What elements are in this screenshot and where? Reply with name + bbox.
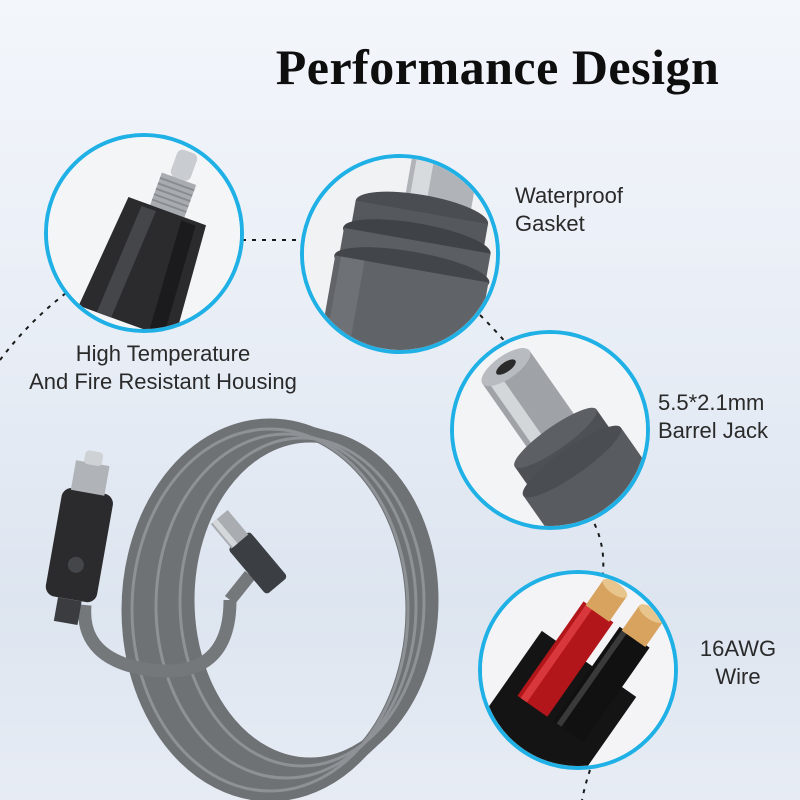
barrel-feature-label: 5.5*2.1mm Barrel Jack <box>658 390 769 443</box>
gasket-closeup-circle <box>300 154 500 354</box>
wire-cross-section-closeup-icon <box>482 574 674 766</box>
rubber-gasket-closeup-icon <box>304 158 496 350</box>
headline: Performance Design <box>275 39 720 95</box>
gasket-feature-label: Waterproof Gasket <box>515 183 624 236</box>
wire-feature-label: 16AWG Wire <box>699 636 777 689</box>
housing-feature-label: High Temperature And Fire Resistant Hous… <box>29 341 297 394</box>
barrel-jack-closeup-icon <box>454 334 646 526</box>
cigarette-plug-closeup-icon <box>48 137 240 329</box>
coiled-cable-product-image <box>45 418 439 800</box>
housing-closeup-circle <box>44 133 244 333</box>
wire-closeup-circle <box>478 570 678 770</box>
barrel-jack-closeup-circle <box>450 330 650 530</box>
